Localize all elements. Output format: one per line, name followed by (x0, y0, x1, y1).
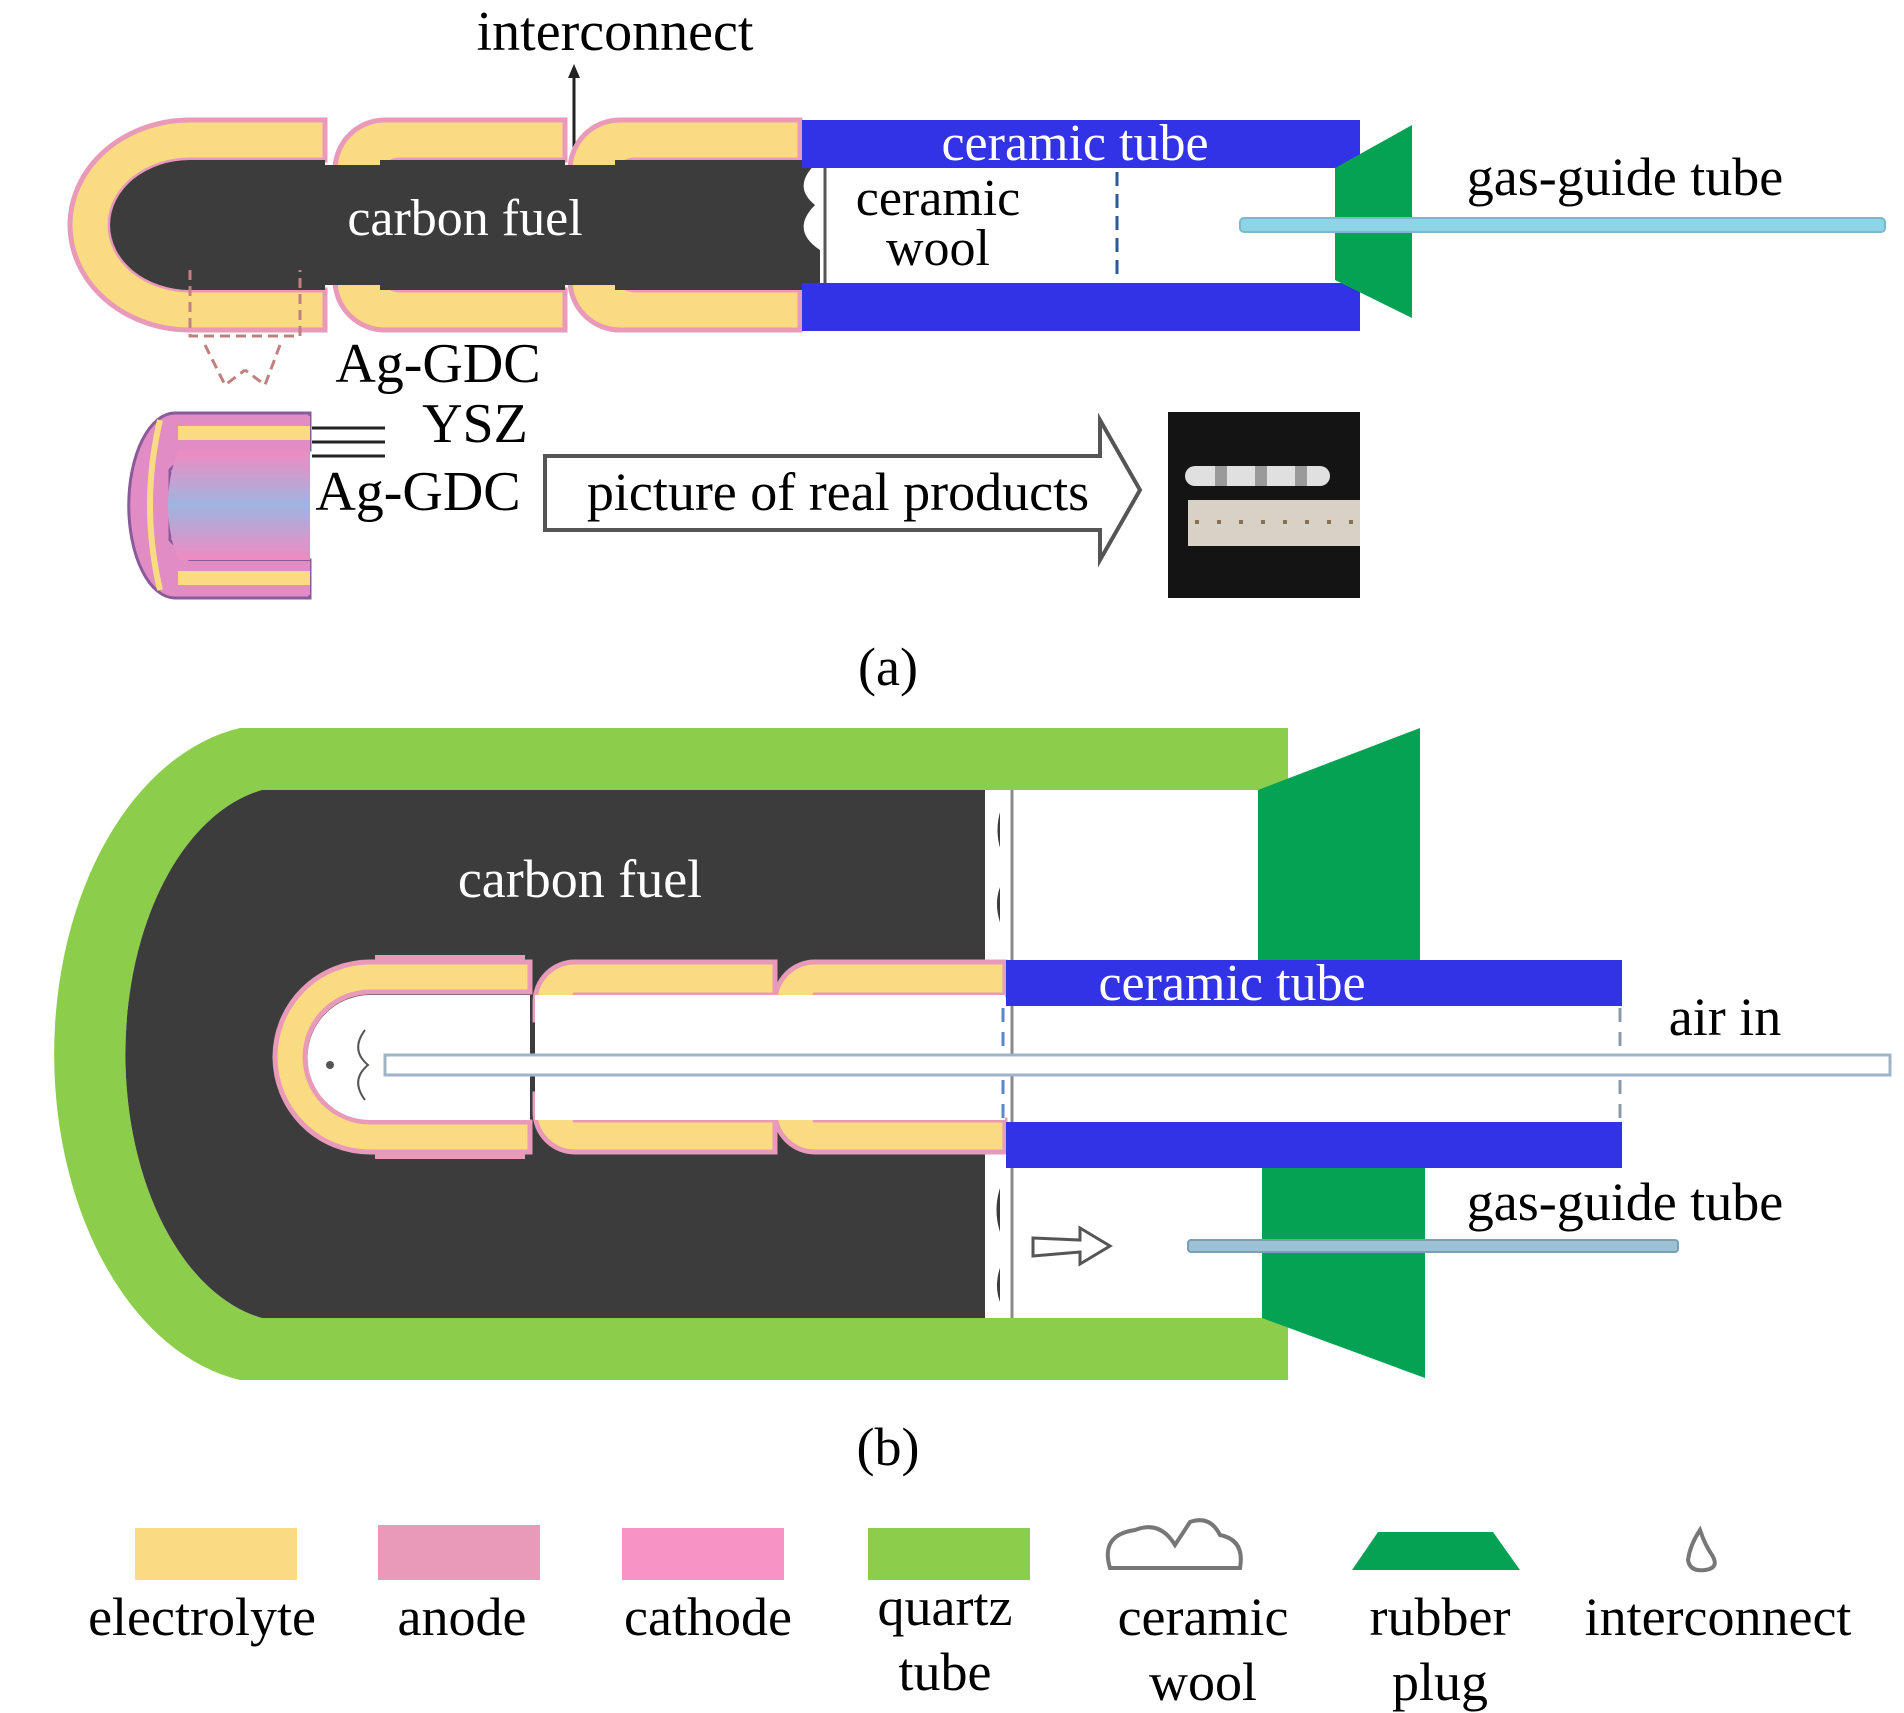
label-gas-guide-tube-b: gas-guide tube (1467, 1172, 1783, 1232)
zoom-indicator (188, 270, 302, 388)
rubber-plug-bottom-b (1262, 1168, 1425, 1378)
legend-label-cathode: cathode (624, 1587, 792, 1647)
legend-label-rubber-2: plug (1392, 1652, 1488, 1712)
label-carbon-fuel-a: carbon fuel (347, 190, 582, 247)
cell-end-cap-a (67, 117, 328, 333)
gas-guide-tube-a (1239, 217, 1886, 233)
label-gas-guide-tube-a: gas-guide tube (1467, 147, 1783, 207)
legend: electrolyte anode cathode quartz tube ce… (88, 1518, 1851, 1712)
label-picture-of-real-products: picture of real products (587, 462, 1089, 522)
label-carbon-fuel-b: carbon fuel (458, 849, 702, 909)
legend-swatch-electrolyte (135, 1528, 297, 1580)
air-inlet-tube (383, 1053, 1892, 1077)
rubber-plug-top-b (1258, 728, 1420, 960)
ceramic-tube-top-a (802, 120, 1360, 168)
ceramic-tube-bottom-b (1006, 1122, 1622, 1168)
legend-label-quartz-2: tube (899, 1642, 992, 1702)
ceramic-wool-edge-a (800, 160, 820, 290)
layer-pointers (312, 426, 385, 458)
gas-guide-tube-b (1187, 1239, 1679, 1253)
legend-swatch-interconnect (1685, 1525, 1717, 1573)
ceramic-tube-bottom-a (802, 283, 1360, 331)
label-ag-gdc-bottom: Ag-GDC (315, 461, 520, 523)
label-ag-gdc-top: Ag-GDC (335, 333, 540, 395)
panel-b: carbon fuel ceramic tube air in (54, 728, 1892, 1477)
real-product-photo (1168, 412, 1360, 598)
legend-swatch-rubber-plug (1352, 1532, 1520, 1570)
label-ceramic-tube-b: ceramic tube (1098, 955, 1365, 1012)
label-air-in: air in (1669, 987, 1781, 1047)
air-flow-arrows (357, 1029, 370, 1101)
caption-a: (a) (858, 637, 918, 697)
legend-swatch-quartz-tube (868, 1528, 1030, 1580)
legend-swatch-ceramic-wool (1105, 1518, 1243, 1570)
cell-cross-section (127, 411, 312, 600)
label-ceramic-tube-a: ceramic tube (941, 115, 1208, 172)
legend-label-ceramic: ceramic (1118, 1587, 1289, 1647)
caption-b: (b) (857, 1417, 920, 1477)
legend-labels: electrolyte anode cathode quartz tube ce… (88, 1577, 1851, 1712)
quartz-tube-b (54, 728, 1288, 1380)
ceramic-tube-top-b (1006, 960, 1622, 1006)
legend-label-ceramic-2: wool (1149, 1652, 1257, 1712)
legend-label-quartz: quartz (878, 1577, 1013, 1637)
cell-end-cap-b (272, 955, 533, 1159)
legend-swatch-cathode (622, 1528, 784, 1580)
interconnect-arrowhead (568, 64, 580, 78)
panel-a: interconnect carbon fuel ceramic tube ce… (67, 1, 1886, 697)
label-ysz: YSZ (422, 393, 528, 455)
legend-label-interconnect: interconnect (1585, 1587, 1852, 1647)
exhaust-arrow (1031, 1225, 1113, 1267)
legend-label-electrolyte: electrolyte (88, 1587, 316, 1647)
label-ceramic-wool-a-1: ceramic (856, 170, 1021, 227)
legend-label-anode: anode (398, 1587, 527, 1647)
label-interconnect-a: interconnect (477, 1, 754, 63)
legend-label-rubber: rubber (1370, 1587, 1511, 1647)
picture-arrow (543, 412, 1143, 568)
label-ceramic-wool-a-2: wool (886, 220, 990, 277)
legend-swatch-anode (378, 1525, 540, 1580)
